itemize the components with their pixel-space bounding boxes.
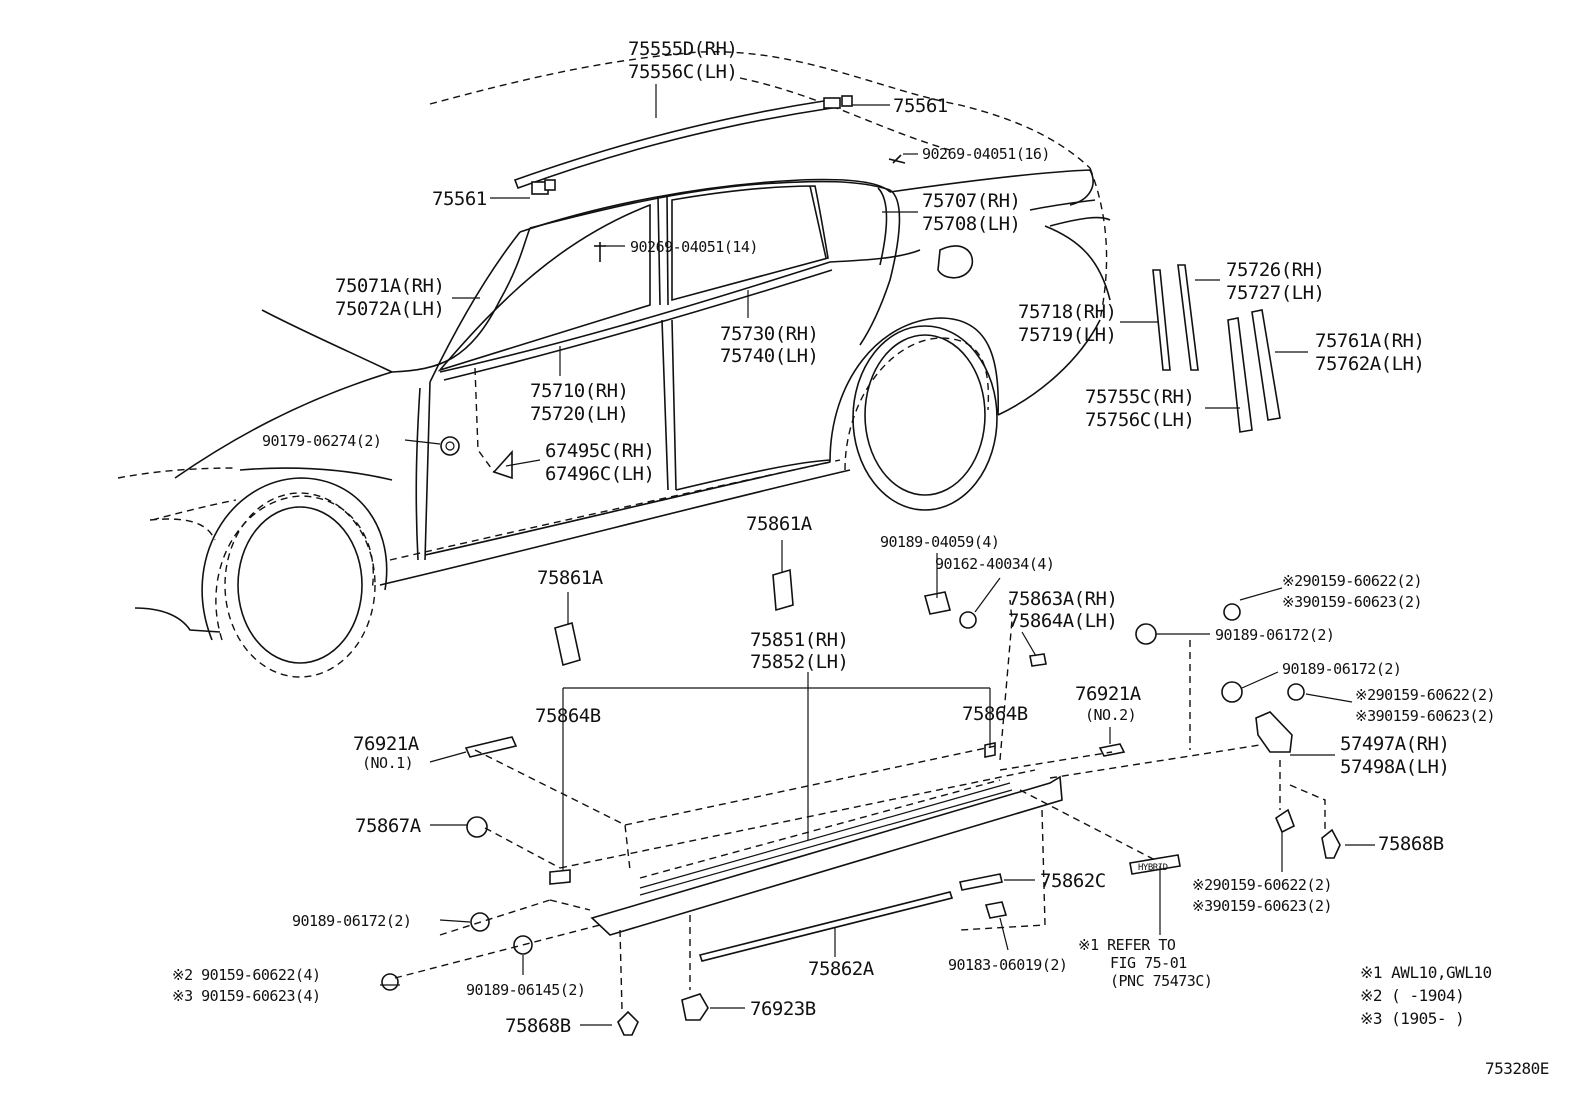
label-windshield-rh: 75071A(RH) — [335, 275, 444, 297]
label-bracket-863-rh: 75863A(RH) — [1008, 588, 1117, 610]
label-note-screw-mid-2: ※390159-60623(2) — [1355, 707, 1495, 725]
label-mudguard-rh: 57497A(RH) — [1340, 733, 1449, 755]
legend-note-1: ※1 AWL10,GWL10 — [1360, 963, 1492, 982]
label-75864b-left: 75864B — [535, 705, 601, 727]
bracket-screw-parts — [923, 591, 1305, 703]
label-note-screw-rt-2: ※390159-60623(2) — [1282, 593, 1422, 611]
label-note-screw-left-1: ※2 90159-60622(4) — [172, 966, 321, 984]
label-pillar-726-lh: 75727(LH) — [1226, 282, 1324, 304]
label-pillar-761-lh: 75762A(LH) — [1315, 353, 1424, 375]
rocker-molding-part — [590, 775, 1063, 936]
label-strip-75862c: 75862C — [1040, 870, 1106, 892]
label-clip-06172-c: 90189-06172(2) — [292, 912, 411, 930]
pillar-garnish-parts — [1152, 264, 1281, 433]
label-pillar-755-rh: 75755C(RH) — [1085, 386, 1194, 408]
label-75864b-right: 75864B — [962, 703, 1028, 725]
label-note-screw-left-2: ※3 90159-60623(4) — [172, 987, 321, 1005]
label-roof-molding-lh: 75556C(LH) — [628, 61, 737, 83]
label-rocker-clip-left: 75861A — [537, 567, 604, 589]
label-windshield-lh: 75072A(LH) — [335, 298, 444, 320]
emblem-text: HYBRID — [1138, 863, 1168, 873]
emblem-part: HYBRID — [1129, 854, 1181, 875]
label-screw-40034: 90162-40034(4) — [935, 555, 1054, 573]
label-screw-front: 90269-04051(14) — [630, 238, 758, 256]
legend-note-2: ※2 ( -1904) — [1360, 986, 1464, 1005]
roof-molding-part — [513, 99, 833, 190]
label-rear-pillar-lh: 75719(LH) — [1018, 324, 1116, 346]
label-strip-75862a: 75862A — [808, 958, 875, 980]
label-bracket-863-lh: 75864A(LH) — [1008, 610, 1117, 632]
label-mudguard-lh: 57498A(LH) — [1340, 756, 1449, 778]
label-note-screw-low-2: ※390159-60623(2) — [1192, 897, 1332, 915]
label-front-belt-rh: 75710(RH) — [530, 380, 628, 402]
label-rocker-clip-upper: 75861A — [746, 513, 813, 535]
label-mirror-seal-rh: 67495C(RH) — [545, 440, 654, 462]
label-refer-2: FIG 75-01 — [1110, 954, 1187, 972]
label-screw-roof: 90269-04051(16) — [922, 145, 1050, 163]
label-rear-belt-rh: 75730(RH) — [720, 323, 818, 345]
label-rocker-molding-rh: 75851(RH) — [750, 629, 848, 651]
label-pad-no2: 76921A — [1075, 683, 1142, 705]
label-refer-1: ※1 REFER TO — [1078, 936, 1176, 954]
label-mirror-seal-lh: 67496C(LH) — [545, 463, 654, 485]
label-clip-top-left: 75561 — [432, 188, 487, 210]
label-window-frame-lh: 75708(LH) — [922, 213, 1020, 235]
label-clip-75868b-left: 75868B — [505, 1015, 571, 1037]
label-pillar-726-rh: 75726(RH) — [1226, 259, 1324, 281]
label-note-screw-mid-1: ※290159-60622(2) — [1355, 686, 1495, 704]
label-clip-75868b-right: 75868B — [1378, 833, 1444, 855]
label-clip-06172-a: 90189-06172(2) — [1215, 626, 1334, 644]
label-pillar-755-lh: 75756C(LH) — [1085, 409, 1194, 431]
label-refer-3: (PNC 75473C) — [1110, 972, 1212, 990]
label-rear-pillar-rh: 75718(RH) — [1018, 301, 1116, 323]
mudguard-part — [1255, 711, 1293, 753]
label-clip-06145: 90189-06145(2) — [466, 981, 585, 999]
side-clip-part — [440, 367, 513, 480]
car-body-outline — [117, 51, 1111, 678]
label-pad-no2-sub: (NO.2) — [1085, 706, 1136, 724]
label-clip-76923b: 76923B — [750, 998, 816, 1020]
legend-note-3: ※3 (1905- ) — [1360, 1009, 1464, 1028]
label-clip-06172-b: 90189-06172(2) — [1282, 660, 1401, 678]
label-rear-belt-lh: 75740(LH) — [720, 345, 818, 367]
strip-parts — [698, 873, 1003, 962]
screw-part-top — [594, 154, 906, 262]
legend-notes: ※1 AWL10,GWL10 ※2 ( -1904) ※3 (1905- ) — [1360, 963, 1492, 1028]
label-pillar-761-rh: 75761A(RH) — [1315, 330, 1424, 352]
label-clip-side: 90179-06274(2) — [262, 432, 381, 450]
label-clip-top-right: 75561 — [893, 95, 948, 117]
leader-lines — [380, 84, 1375, 1026]
pad-parts — [464, 736, 1126, 758]
label-note-screw-rt-1: ※290159-60622(2) — [1282, 572, 1422, 590]
label-rocker-molding-lh: 75852(LH) — [750, 651, 848, 673]
label-clip-75867a: 75867A — [355, 815, 422, 837]
rocker-clip-parts — [554, 568, 794, 667]
assembly-dashed-lines — [394, 599, 1326, 1011]
label-note-screw-low-1: ※290159-60622(2) — [1192, 876, 1332, 894]
label-front-belt-lh: 75720(LH) — [530, 403, 628, 425]
callout-labels: 75555D(RH) 75556C(LH) 75561 90269-04051(… — [172, 38, 1496, 1037]
label-pad-no1: 76921A — [353, 733, 420, 755]
label-roof-molding-rh: 75555D(RH) — [628, 38, 737, 60]
label-clip-06019: 90183-06019(2) — [948, 956, 1067, 974]
figure-code: 753280E — [1485, 1059, 1549, 1078]
label-pad-no1-sub: (NO.1) — [362, 754, 413, 772]
label-window-frame-rh: 75707(RH) — [922, 190, 1020, 212]
clip-part-top — [531, 95, 853, 195]
label-screw-04059: 90189-04059(4) — [880, 533, 999, 551]
